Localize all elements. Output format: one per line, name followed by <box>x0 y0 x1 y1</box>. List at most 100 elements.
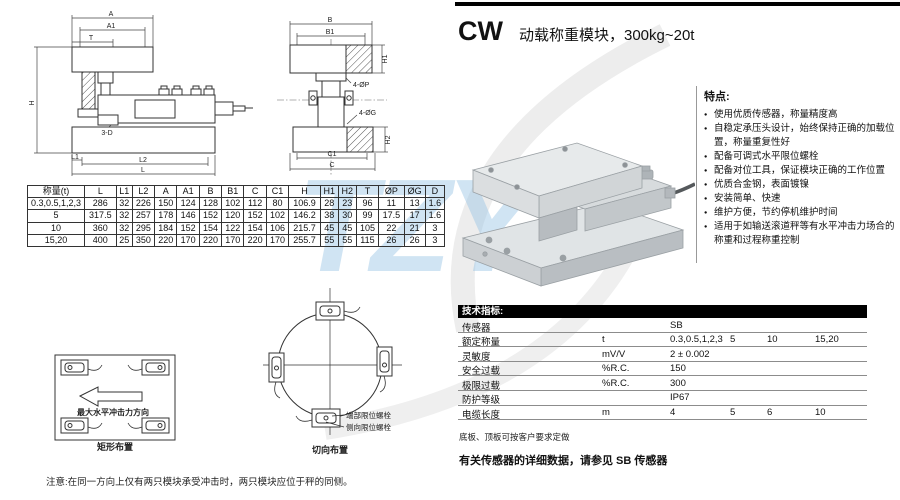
table-cell: 15,20 <box>27 233 85 247</box>
table-cell: 11 <box>378 197 405 211</box>
table-cell: 350 <box>131 233 156 247</box>
table-cell: 257 <box>131 209 156 223</box>
table-cell: L2 <box>131 184 156 199</box>
front-view-drawing <box>277 21 388 175</box>
table-cell: 25 <box>115 233 133 247</box>
table-cell: 178 <box>154 209 178 223</box>
features-panel: 特点: 使用优质传感器，称量精度高自稳定承压头设计，始终保持正确的加载位置，称量… <box>704 88 898 248</box>
table-cell: C <box>243 184 267 199</box>
table-cell: 226 <box>131 197 156 211</box>
feature-item: 自稳定承压头设计，始终保持正确的加载位置，称量重复性好 <box>704 122 898 150</box>
page-title: CW 动载称重模块，300kg~20t <box>458 16 694 47</box>
feature-item: 适用于如输送滚道秤等有水平冲击力场合的称重和过程称重控制 <box>704 220 898 248</box>
spec-label: 传感器 <box>462 322 491 334</box>
table-cell: 220 <box>243 233 267 247</box>
top-rule-bar <box>455 2 900 6</box>
spec-value: 15,20 <box>815 334 839 346</box>
end-stop-bolt-label: 端部限位螺栓 <box>346 410 391 420</box>
spec-value: 300 <box>670 377 686 389</box>
table-cell: 150 <box>154 197 178 211</box>
table-cell: 146.2 <box>288 209 321 223</box>
table-cell: 28 <box>319 197 339 211</box>
table-cell: 102 <box>221 197 245 211</box>
table-cell: 152 <box>176 221 200 235</box>
table-cell: 17.5 <box>378 209 405 223</box>
impact-arrow-icon <box>78 386 143 407</box>
dim-label-l1: L1 <box>71 154 79 161</box>
base-plate-side <box>462 237 542 287</box>
features-divider <box>696 86 697 263</box>
feature-item: 安装简单、快速 <box>704 192 898 206</box>
caution-note: 注意:在同一方向上仅有两只模块承受冲击时，两只模块应位于秤的同侧。 <box>46 477 353 488</box>
cable-gland <box>664 187 676 199</box>
table-cell: 26 <box>378 233 405 247</box>
spec-value: 4 <box>670 407 676 419</box>
table-cell: 154 <box>243 221 267 235</box>
spec-label: 灵敏度 <box>462 351 491 363</box>
spec-row: 安全过载%R.C.150 <box>458 362 867 377</box>
product-photo <box>461 142 695 287</box>
spec-unit: %R.C. <box>602 363 630 375</box>
spec-value: 10 <box>815 407 826 419</box>
table-cell: L1 <box>115 184 133 199</box>
circle-arrangement-diagram <box>263 288 402 435</box>
load-cell-front <box>584 185 672 232</box>
dim-label-h2: H2 <box>385 135 392 144</box>
product-code: CW <box>458 16 503 46</box>
feature-item: 配备对位工具，保证模块正确的工作位置 <box>704 164 898 178</box>
weigh-module-icon <box>60 359 170 434</box>
dim-label-b: B <box>328 17 333 24</box>
table-cell: 152 <box>198 209 223 223</box>
table-cell: 32 <box>115 197 133 211</box>
table-cell: 1.6 <box>424 197 446 211</box>
table-cell: 106 <box>265 221 290 235</box>
table-cell: 3 <box>424 221 446 235</box>
spec-value: 0.3,0.5,1,2,3 <box>670 334 723 346</box>
table-cell: 122 <box>221 221 245 235</box>
table-cell: ØG <box>403 184 426 199</box>
dim-label-4op: 4-ØP <box>353 82 370 89</box>
table-cell: 184 <box>154 221 178 235</box>
see-also-line: 有关传感器的详细数据，请参见 SB 传感器 <box>459 455 668 467</box>
table-cell: 80 <box>265 197 290 211</box>
table-cell: 1.6 <box>424 209 446 223</box>
table-cell: 32 <box>115 209 133 223</box>
table-cell: H <box>288 184 321 199</box>
spec-label: 防护等级 <box>462 395 501 407</box>
table-cell: D <box>424 184 446 199</box>
spec-label: 额定称量 <box>462 337 501 349</box>
table-cell: 22 <box>378 221 405 235</box>
table-cell: 400 <box>84 233 117 247</box>
dim-label-l2: L2 <box>139 157 147 164</box>
features-heading: 特点: <box>704 91 730 103</box>
table-cell: 154 <box>198 221 223 235</box>
table-cell: 21 <box>403 221 426 235</box>
table-cell: C1 <box>265 184 290 199</box>
table-cell: 106.9 <box>288 197 321 211</box>
side-stop-bolt-label: 侧向限位螺栓 <box>346 422 391 432</box>
table-cell: 13 <box>403 197 426 211</box>
table-cell: 220 <box>154 233 178 247</box>
table-cell: 152 <box>243 209 267 223</box>
table-cell: 17 <box>403 209 426 223</box>
table-cell: 96 <box>355 197 380 211</box>
table-cell: 45 <box>337 221 357 235</box>
table-cell: 23 <box>337 197 357 211</box>
feature-item: 配备可调式水平限位螺栓 <box>704 150 898 164</box>
spec-unit: m <box>602 407 610 419</box>
spec-label: 电缆长度 <box>462 410 501 422</box>
spec-unit: mV/V <box>602 348 626 360</box>
front-view-labels: B B1 H1 4-ØP 4-ØG H2 C1 C <box>326 17 392 169</box>
features-list: 使用优质传感器，称量精度高自稳定承压头设计，始终保持正确的加载位置，称量重复性好… <box>704 108 898 248</box>
table-cell: 170 <box>176 233 200 247</box>
table-cell: T <box>355 184 380 199</box>
table-cell: H2 <box>337 184 357 199</box>
product-title: 动载称重模块，300kg~20t <box>518 27 695 44</box>
